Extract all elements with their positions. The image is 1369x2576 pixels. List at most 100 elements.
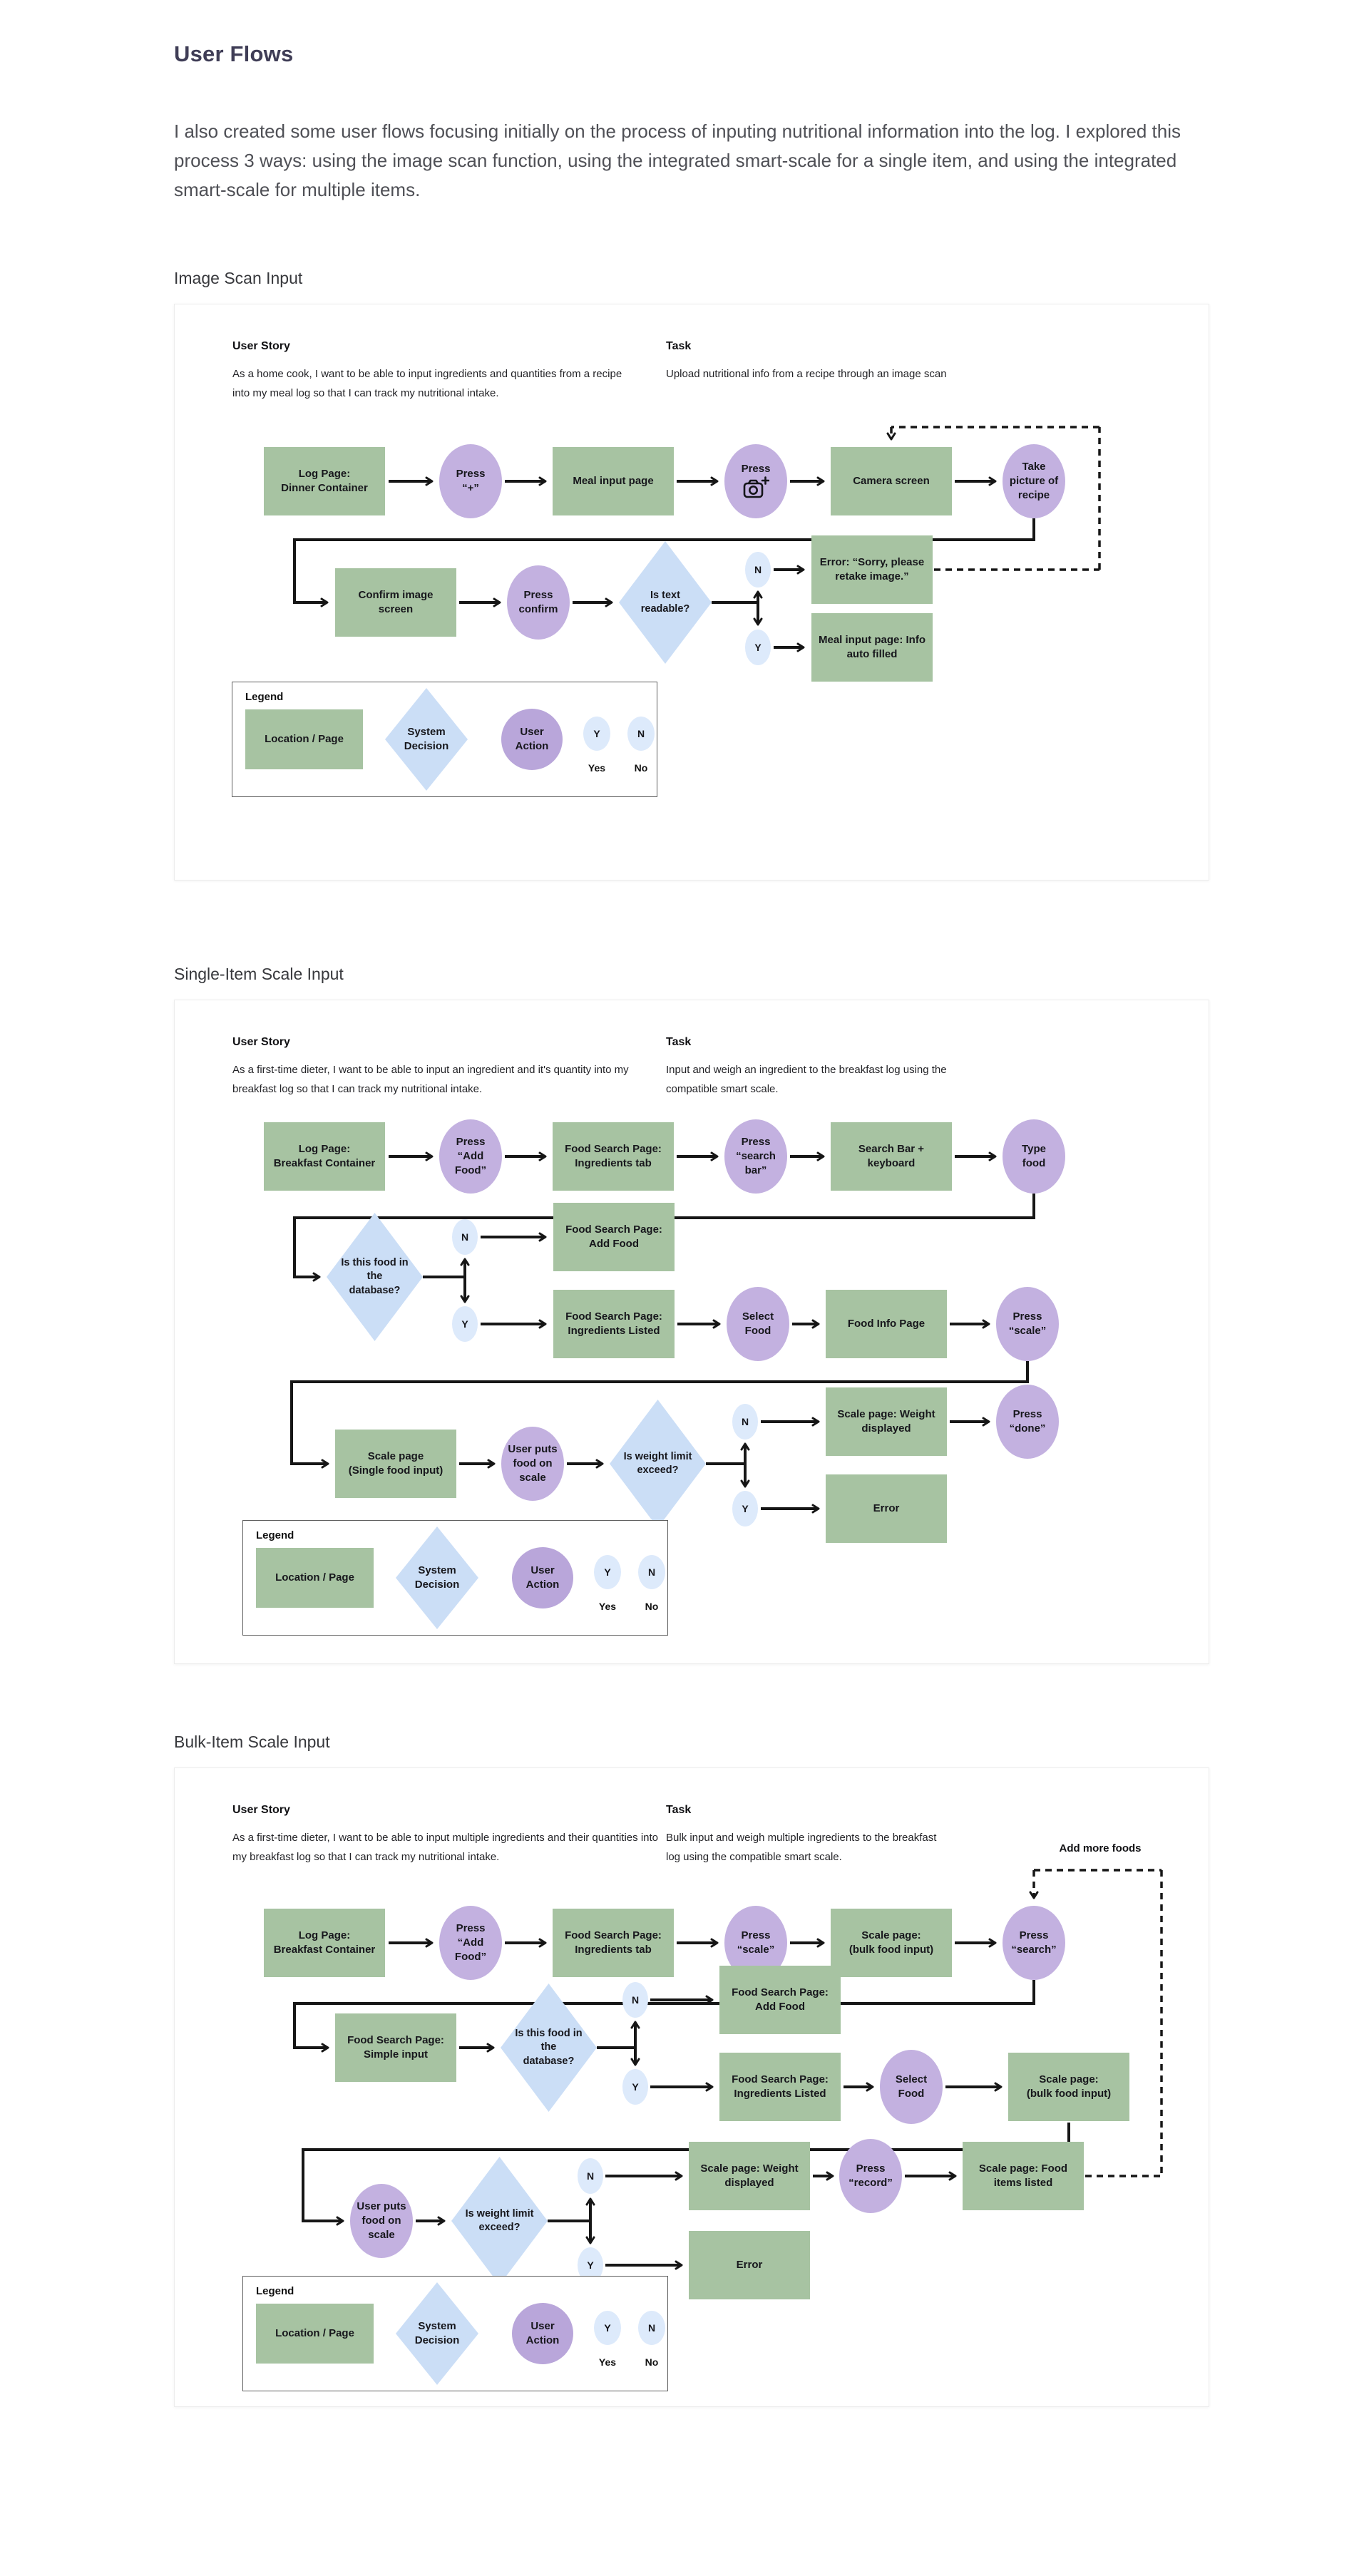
- flow-panel-bulk-item: User Story As a first-time dieter, I wan…: [174, 1767, 1209, 2407]
- legend-label: User Action: [525, 1564, 560, 1591]
- user-story-text: As a first-time dieter, I want to be abl…: [232, 1832, 658, 1863]
- node-press-add-food: Press “Add Food”: [439, 1119, 502, 1194]
- user-story-text: As a home cook, I want to be able to inp…: [232, 368, 622, 399]
- node-label: Food Search Page: Ingredients tab: [565, 1929, 662, 1956]
- node-log-page-dinner: Log Page: Dinner Container: [264, 447, 385, 515]
- legend-location-page: Location / Page: [256, 1548, 374, 1608]
- node-label: Confirm image screen: [358, 589, 434, 615]
- node-log-page-breakfast: Log Page: Breakfast Container: [264, 1909, 385, 1977]
- legend-label: System Decision: [414, 1564, 460, 1591]
- node-add-food-page: Food Search Page: Add Food: [719, 1966, 841, 2034]
- task-text: Upload nutritional info from a recipe th…: [666, 368, 947, 380]
- section-single-item-scale-input: Single-Item Scale Input: [174, 965, 1209, 1664]
- legend: Legend Location / Page System Decision U…: [242, 2276, 668, 2391]
- node-label: Press “+”: [456, 468, 486, 494]
- node-label: Press “done”: [1009, 1408, 1046, 1435]
- page-content: User Flows I also created some user flow…: [174, 41, 1209, 2539]
- legend-title: Legend: [256, 1529, 294, 1541]
- node-label: Type food: [1022, 1143, 1046, 1169]
- node-select-food: Select Food: [727, 1287, 789, 1361]
- page-title: User Flows: [174, 41, 294, 66]
- node-label: Food Search Page: Add Food: [565, 1223, 662, 1250]
- task-label: Task: [666, 340, 692, 352]
- node-label: Log Page: Breakfast Container: [273, 1929, 376, 1956]
- intro-paragraph: I also created some user flows focusing …: [174, 120, 1181, 200]
- node-take-picture: Take picture of recipe: [1003, 444, 1065, 518]
- camera-plus-icon: [743, 476, 769, 498]
- legend-label: User Action: [525, 2320, 560, 2346]
- node-press-plus: Press “+”: [439, 444, 502, 518]
- legend-no-label: No: [645, 2356, 659, 2368]
- section-bulk-item-scale-input: Bulk-Item Scale Input: [174, 1733, 1209, 2407]
- node-log-page-breakfast: Log Page: Breakfast Container: [264, 1122, 385, 1191]
- node-label: Error: “Sorry, please retake image.”: [819, 556, 925, 583]
- node-error: Error: [826, 1474, 947, 1543]
- legend-label: Location / Page: [275, 1571, 354, 1584]
- node-label: Food Info Page: [847, 1318, 926, 1330]
- node-press-record: Press “record”: [839, 2139, 902, 2213]
- branch-n-chip: N: [732, 1404, 758, 1440]
- node-label: Food Search Page: Add Food: [732, 1986, 829, 2013]
- node-scale-page-single: Scale page (Single food input): [335, 1430, 456, 1498]
- branch-n-chip: N: [452, 1219, 478, 1255]
- node-weight-displayed: Scale page: Weight displayed: [826, 1387, 947, 1456]
- node-label: Food Search Page: Ingredients Listed: [565, 1310, 662, 1337]
- node-label: Press “scale”: [737, 1929, 775, 1956]
- node-in-database: Is this food in the database?: [327, 1213, 423, 1341]
- node-label: Scale page: (bulk food input): [848, 1929, 934, 1956]
- legend-y-chip: Y: [594, 2311, 621, 2345]
- user-story-label: User Story: [232, 340, 290, 352]
- node-label: Log Page: Dinner Container: [281, 468, 368, 494]
- node-label: Press “Add Food”: [454, 1922, 487, 1963]
- legend-label: Location / Page: [275, 2327, 354, 2340]
- node-label: Is this food in the database?: [515, 2028, 583, 2067]
- node-label: Press: [741, 462, 771, 475]
- node-label: Select Food: [895, 2073, 928, 2100]
- legend-title: Legend: [245, 691, 284, 703]
- node-label: Press “search bar”: [736, 1136, 776, 1176]
- legend-n-chip: N: [638, 1555, 665, 1589]
- section-heading: Bulk-Item Scale Input: [174, 1733, 330, 1751]
- node-label: Scale page: Weight displayed: [837, 1408, 935, 1435]
- node-ingredients-tab: Food Search Page: Ingredients tab: [553, 1909, 674, 1977]
- node-press-scale: Press “scale”: [996, 1287, 1059, 1361]
- section-image-scan-input: Image Scan Input: [174, 269, 1209, 881]
- legend-location-page: Location / Page: [256, 2304, 374, 2364]
- task-text: Input and weigh an ingredient to the bre…: [666, 1064, 947, 1095]
- node-label: Camera screen: [853, 475, 930, 488]
- node-camera-screen: Camera screen: [831, 447, 952, 515]
- node-label: Is this food in the database?: [341, 1257, 409, 1296]
- node-label: Error: [736, 2259, 763, 2272]
- legend-system-decision: System Decision: [385, 688, 468, 791]
- node-search-bar-keyboard: Search Bar + keyboard: [831, 1122, 952, 1191]
- node-user-puts-food: User puts food on scale: [501, 1427, 564, 1501]
- branch-n-chip: N: [745, 552, 771, 587]
- node-label: Press “record”: [848, 2162, 893, 2189]
- node-select-food: Select Food: [880, 2050, 943, 2124]
- legend-system-decision: System Decision: [396, 2282, 478, 2385]
- legend-y-chip: Y: [583, 717, 610, 751]
- legend-system-decision: System Decision: [396, 1526, 478, 1629]
- legend-n-chip: N: [627, 717, 655, 751]
- node-label: Scale page: (bulk food input): [1026, 2073, 1112, 2100]
- user-story-label: User Story: [232, 1804, 290, 1816]
- legend-yes-label: Yes: [598, 2356, 617, 2368]
- branch-n-chip: N: [622, 1982, 648, 2018]
- node-label: Scale page: Weight displayed: [700, 2162, 799, 2189]
- branch-y-chip: Y: [745, 630, 771, 665]
- legend-user-action: User Action: [512, 2303, 573, 2364]
- node-label: Error: [873, 1502, 900, 1515]
- node-food-info-page: Food Info Page: [826, 1290, 947, 1358]
- node-press-done: Press “done”: [996, 1385, 1059, 1459]
- node-label: Scale page: Food items listed: [978, 2162, 1068, 2189]
- legend-location-page: Location / Page: [245, 709, 363, 769]
- legend: Legend Location / Page System Decision U…: [232, 682, 657, 797]
- node-ingredients-tab: Food Search Page: Ingredients tab: [553, 1122, 674, 1191]
- branch-y-chip: Y: [452, 1306, 478, 1342]
- legend: Legend Location / Page System Decision U…: [242, 1520, 668, 1636]
- node-error: Error: [689, 2231, 810, 2299]
- node-label: Food Search Page: Ingredients tab: [565, 1143, 662, 1169]
- node-simple-input: Food Search Page: Simple input: [335, 2013, 456, 2082]
- node-info-auto-filled: Meal input page: Info auto filled: [811, 613, 933, 682]
- node-type-food: Type food: [1003, 1119, 1065, 1194]
